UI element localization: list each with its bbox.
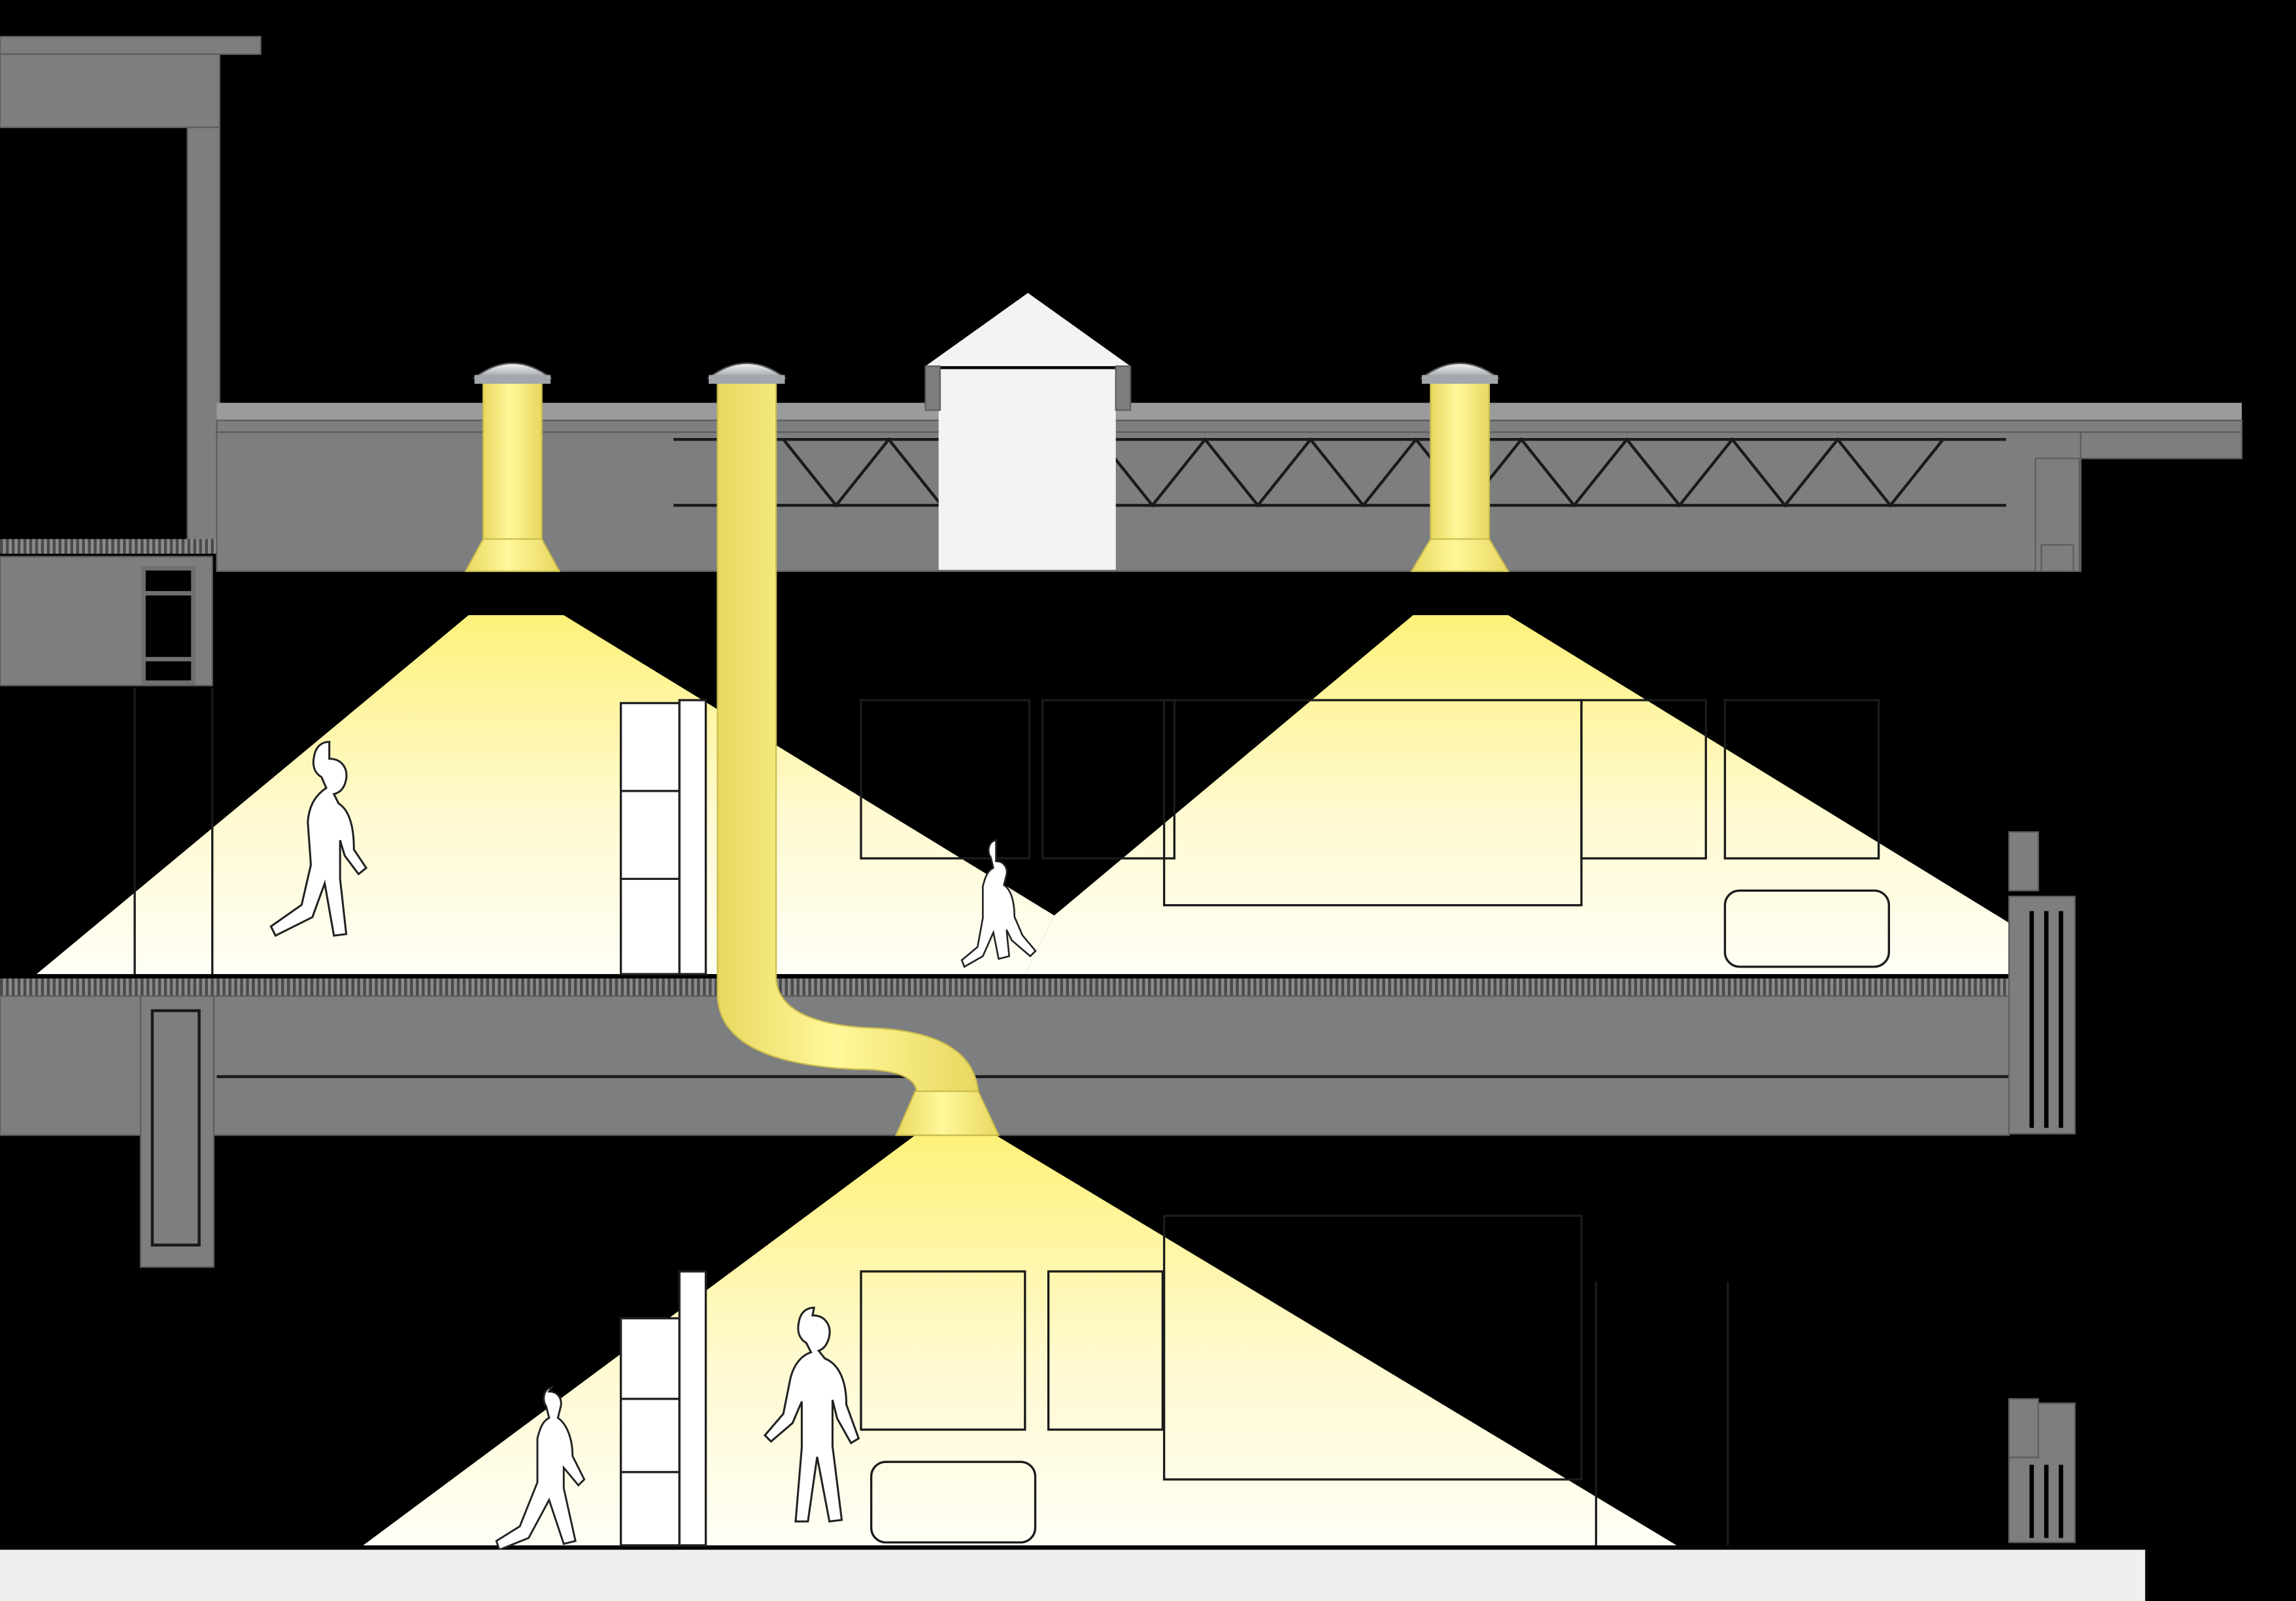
- light-tube-3: [1410, 362, 1510, 572]
- roof-edge: [2080, 431, 2243, 460]
- wall-panel: [1041, 699, 1175, 860]
- light-dome-icon: [706, 362, 787, 384]
- floor-slab: [0, 995, 2010, 1136]
- adjacent-building-cornice: [0, 35, 262, 56]
- upper-floor-furnishings: [133, 688, 1891, 975]
- roof-membrane: [216, 403, 2242, 421]
- ground-floor-slab: [0, 1549, 2146, 1601]
- adjacent-building-wall: [186, 126, 221, 546]
- floor-slab-hatch: [0, 978, 2009, 996]
- wall-panel: [1723, 699, 1880, 860]
- person-walking-icon: [495, 1385, 586, 1551]
- roof-hatch-icon: [924, 293, 1132, 570]
- light-beam-upper-right: [1024, 615, 2009, 975]
- wall-panel: [860, 699, 1031, 860]
- person-walking-icon: [763, 1306, 860, 1523]
- column-left-window: [150, 1009, 201, 1247]
- light-beam-upper-left: [36, 615, 1055, 975]
- light-dome-icon: [472, 362, 553, 384]
- wall-panel: [1162, 1215, 1583, 1481]
- bookshelf-icon: [619, 1270, 707, 1547]
- light-tube-2: [706, 362, 1000, 1136]
- adjacent-building-parapet: [0, 53, 221, 129]
- adjacent-building-band: [0, 539, 217, 554]
- wall-panel: [1580, 699, 1708, 860]
- bench-icon: [869, 1460, 1037, 1544]
- wall-panel: [1047, 1270, 1164, 1431]
- adjacent-window: [141, 566, 196, 685]
- bookshelf-icon: [619, 699, 707, 975]
- person-walking-icon: [960, 839, 1037, 968]
- lower-floor-furnishings: [860, 1215, 1729, 1545]
- right-facade: [2008, 544, 2076, 1543]
- light-dome-icon: [1419, 362, 1500, 384]
- wall-panel: [860, 1270, 1026, 1431]
- light-tube-1: [464, 362, 561, 572]
- bench-icon: [1723, 889, 1891, 968]
- person-walking-icon: [269, 741, 368, 937]
